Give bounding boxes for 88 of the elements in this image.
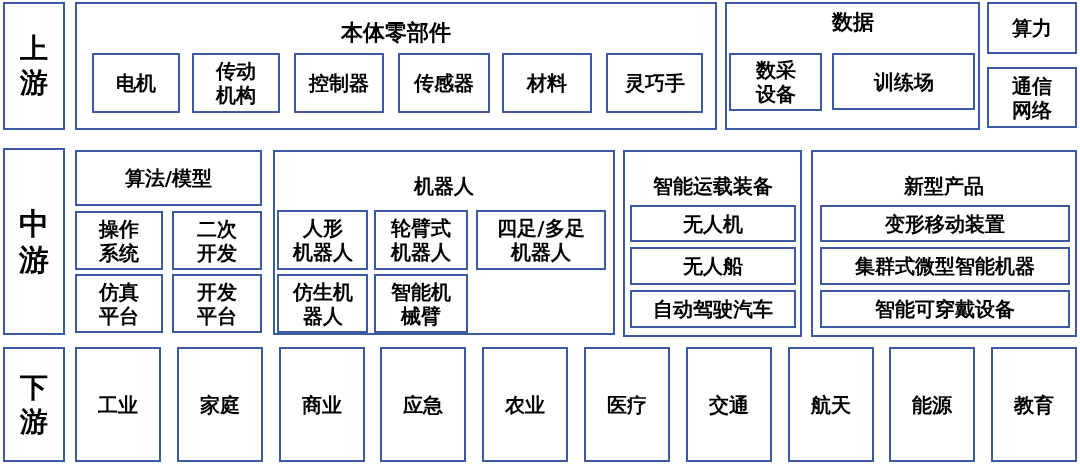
item-tile xyxy=(172,211,262,270)
item-label: 控制器 xyxy=(309,71,369,95)
item-label: 操作系统 xyxy=(99,216,139,265)
item-label: 商业 xyxy=(302,392,342,417)
category-title: 数据 xyxy=(831,10,874,36)
item-label: 算法/模型 xyxy=(124,166,213,190)
item-label: 轮臂式机器人 xyxy=(391,216,451,264)
item-label: 工业 xyxy=(98,392,138,417)
item-label: 二次开发 xyxy=(197,216,237,265)
category-panel xyxy=(75,2,717,130)
item-tile xyxy=(788,347,874,462)
item-tile xyxy=(820,290,1070,328)
item-tile xyxy=(75,347,161,462)
category-panel xyxy=(273,150,615,335)
item-label: 无人机 xyxy=(683,211,743,236)
stage-panel xyxy=(3,2,65,130)
item-tile xyxy=(987,67,1077,128)
item-label: 算力 xyxy=(1012,16,1052,40)
item-label: 自动驾驶汽车 xyxy=(653,297,773,321)
item-tile xyxy=(987,2,1077,54)
item-label: 交通 xyxy=(709,392,749,417)
item-label: 无人船 xyxy=(683,254,743,278)
stage-label: 上游 xyxy=(20,32,48,100)
item-tile xyxy=(820,205,1070,242)
item-label: 农业 xyxy=(505,392,545,417)
item-label: 能源 xyxy=(912,392,952,417)
item-tile xyxy=(192,53,280,113)
item-tile xyxy=(502,53,592,113)
item-tile xyxy=(729,53,822,111)
item-tile xyxy=(92,53,180,113)
item-label: 航天 xyxy=(811,392,851,417)
category-panel xyxy=(623,150,802,337)
category-title: 本体零部件 xyxy=(341,20,451,47)
item-tile xyxy=(606,53,703,113)
item-label: 变形移动装置 xyxy=(885,211,1005,236)
item-tile xyxy=(630,247,796,285)
item-label: 数采设备 xyxy=(755,58,796,106)
stage-panel xyxy=(3,347,65,462)
item-label: 家庭 xyxy=(200,392,240,417)
item-tile xyxy=(686,347,772,462)
stage-panel xyxy=(3,148,65,335)
item-tile xyxy=(889,347,975,462)
item-label: 通信网络 xyxy=(1012,73,1052,122)
item-tile xyxy=(398,53,490,113)
item-label: 教育 xyxy=(1014,392,1054,417)
stage-label: 中游 xyxy=(19,205,49,278)
category-title: 新型产品 xyxy=(904,174,984,198)
item-tile xyxy=(380,347,466,462)
item-label: 电机 xyxy=(116,71,156,95)
item-label: 集群式微型智能机器 xyxy=(855,254,1035,278)
item-tile xyxy=(294,53,384,113)
item-label: 智能可穿戴设备 xyxy=(875,297,1015,321)
item-tile xyxy=(177,347,263,462)
item-label: 仿真平台 xyxy=(99,279,139,328)
item-label: 应急 xyxy=(403,392,443,417)
item-tile xyxy=(279,347,365,462)
item-label: 智能机械臂 xyxy=(391,279,451,328)
item-tile xyxy=(75,150,262,206)
item-label: 人形机器人 xyxy=(292,216,353,264)
item-label: 训练场 xyxy=(873,69,934,94)
item-tile xyxy=(75,274,163,333)
item-tile xyxy=(277,274,368,333)
item-tile xyxy=(630,205,796,242)
item-label: 开发平台 xyxy=(197,279,237,328)
item-tile xyxy=(482,347,568,462)
item-tile xyxy=(832,53,975,110)
category-title: 机器人 xyxy=(414,174,474,198)
item-label: 灵巧手 xyxy=(624,71,685,95)
item-label: 四足/多足机器人 xyxy=(497,216,585,264)
item-tile xyxy=(75,211,163,270)
item-tile xyxy=(476,210,606,270)
item-tile xyxy=(630,290,796,328)
item-label: 医疗 xyxy=(607,392,647,417)
item-tile xyxy=(820,247,1070,285)
item-label: 传动机构 xyxy=(216,59,256,107)
item-tile xyxy=(374,274,468,333)
item-label: 传感器 xyxy=(414,71,474,95)
item-tile xyxy=(584,347,670,462)
category-panel xyxy=(725,2,980,130)
item-tile xyxy=(374,210,468,270)
item-label: 材料 xyxy=(527,71,567,95)
category-title: 智能运载装备 xyxy=(652,174,773,198)
item-tile xyxy=(991,347,1077,462)
category-panel xyxy=(811,150,1077,337)
stage-label: 下游 xyxy=(20,370,48,439)
item-tile xyxy=(172,274,262,333)
item-tile xyxy=(277,210,368,270)
item-label: 仿生机器人 xyxy=(292,279,353,328)
